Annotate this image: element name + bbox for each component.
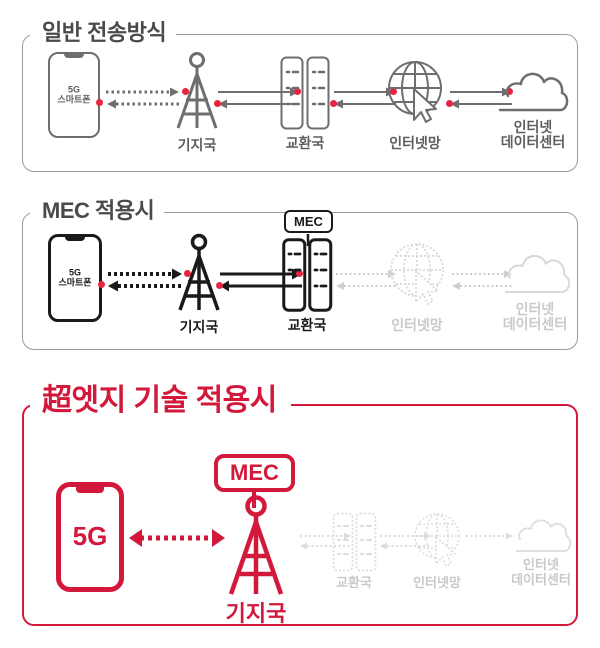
- node-label: 인터넷망: [391, 317, 443, 333]
- phone-screen-text: 5G 스마트폰: [58, 267, 92, 288]
- node-internet-data-center: 인터넷 데이터센터: [494, 64, 572, 150]
- node-mec-badge: MEC: [284, 210, 333, 246]
- node-switching-center: 교환국: [282, 238, 333, 333]
- node-label: 인터넷망: [389, 135, 441, 151]
- node-switching-center: 교환국: [280, 56, 330, 151]
- node-switching-center: 교환국: [332, 512, 377, 590]
- cloud-icon: [498, 72, 569, 112]
- globe-icon: [388, 61, 442, 123]
- server-rack-icon: [280, 56, 330, 130]
- node-internet-data-center: 인터넷 데이터센터: [496, 246, 574, 332]
- node-base-station: 기지국: [170, 233, 228, 335]
- tower-icon: [178, 233, 220, 311]
- link-dot: [96, 99, 103, 106]
- mec-badge: MEC: [284, 210, 333, 233]
- link-dot: [390, 88, 397, 95]
- node-label: 인터넷망: [413, 575, 461, 590]
- node-mec-badge: MEC: [214, 454, 295, 508]
- phone-body: 5G 스마트폰: [48, 52, 100, 138]
- tower-icon: [228, 495, 284, 595]
- phone-body: 5G 스마트폰: [48, 234, 102, 322]
- phone-screen-text: 5G 스마트폰: [57, 84, 91, 105]
- section-title-general: 일반 전송방식: [30, 22, 177, 44]
- globe-icon: [390, 243, 444, 305]
- node-label: 기지국: [225, 601, 287, 626]
- node-5g-smartphone: 5G: [56, 482, 124, 592]
- server-rack-icon: [332, 512, 377, 572]
- link-dot: [216, 282, 223, 289]
- phone-notch: [65, 237, 85, 241]
- link-dot: [506, 88, 513, 95]
- link-dot: [296, 270, 303, 277]
- mec-connector: [252, 492, 257, 508]
- node-base-station: 기지국: [218, 495, 294, 626]
- node-internet-data-center: 인터넷 데이터센터: [508, 512, 574, 587]
- phone-notch: [64, 54, 84, 58]
- node-internet-network: 인터넷망: [410, 510, 464, 590]
- node-internet-network: 인터넷망: [386, 240, 448, 333]
- phone-notch: [76, 487, 104, 493]
- link-dot: [184, 270, 191, 277]
- link-dot: [330, 100, 337, 107]
- node-5g-smartphone: 5G 스마트폰: [48, 234, 102, 322]
- section-title-mec: MEC 적용시: [30, 200, 165, 222]
- node-label: 기지국: [177, 137, 217, 153]
- link-dot: [214, 100, 221, 107]
- node-5g-smartphone: 5G 스마트폰: [48, 52, 100, 138]
- link-dot: [98, 281, 105, 288]
- wireless-link-mec: [108, 268, 182, 292]
- section-border: [22, 34, 578, 172]
- node-label: 교환국: [287, 317, 327, 333]
- node-label: 기지국: [179, 319, 219, 335]
- node-base-station: 기지국: [168, 52, 226, 153]
- link-dot: [182, 88, 189, 95]
- link-globe-cloud-faded: [466, 532, 513, 540]
- section-general-transmission: 일반 전송방식 5G 스마트폰: [22, 22, 578, 172]
- wireless-link-general: [106, 87, 180, 109]
- link-dot: [446, 100, 453, 107]
- mec-badge: MEC: [214, 454, 295, 492]
- section-ultra-edge: 超엣지 기술 적용시 5G MEC: [22, 386, 578, 626]
- phone-body: 5G: [56, 482, 124, 592]
- cloud-icon: [504, 254, 571, 294]
- link-dot: [294, 88, 301, 95]
- section-title-ultra-edge: 超엣지 기술 적용시: [30, 386, 291, 416]
- tower-icon: [176, 52, 218, 129]
- section-mec-applied: MEC 적용시 5G 스마트폰: [22, 200, 578, 350]
- node-label: 교환국: [285, 135, 325, 151]
- link-tower-server-faded: [300, 532, 352, 550]
- cloud-icon: [516, 519, 572, 552]
- node-label: 인터넷 데이터센터: [500, 119, 566, 151]
- node-internet-network: 인터넷망: [384, 58, 446, 151]
- server-rack-icon: [282, 238, 333, 312]
- globe-icon: [414, 513, 460, 567]
- node-label: 인터넷 데이터센터: [502, 301, 568, 333]
- wireless-link-ultra-edge: [129, 529, 225, 547]
- phone-screen-text: 5G: [72, 521, 108, 552]
- node-label: 인터넷 데이터센터: [511, 557, 571, 587]
- section-border: [22, 404, 578, 626]
- node-label: 교환국: [336, 575, 372, 590]
